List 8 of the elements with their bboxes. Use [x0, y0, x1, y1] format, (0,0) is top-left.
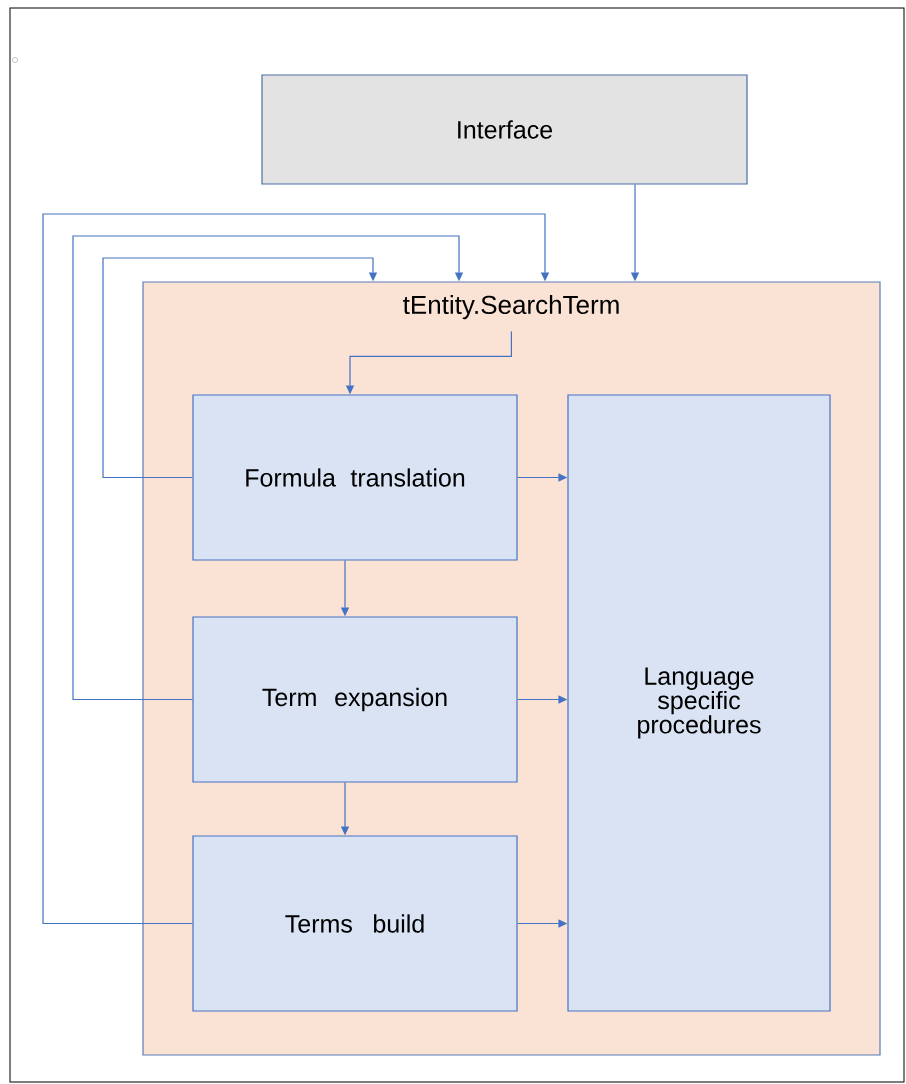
- process-box: Terms build: [192, 835, 518, 1012]
- process-box: Language specific procedures: [567, 394, 831, 1012]
- process-box: Interface: [261, 74, 748, 185]
- arrow: [72, 235, 464, 701]
- arrow: [42, 213, 550, 925]
- arrow: [102, 257, 378, 479]
- process-box: Formula translation: [192, 394, 518, 561]
- process-box: Term expansion: [192, 616, 518, 783]
